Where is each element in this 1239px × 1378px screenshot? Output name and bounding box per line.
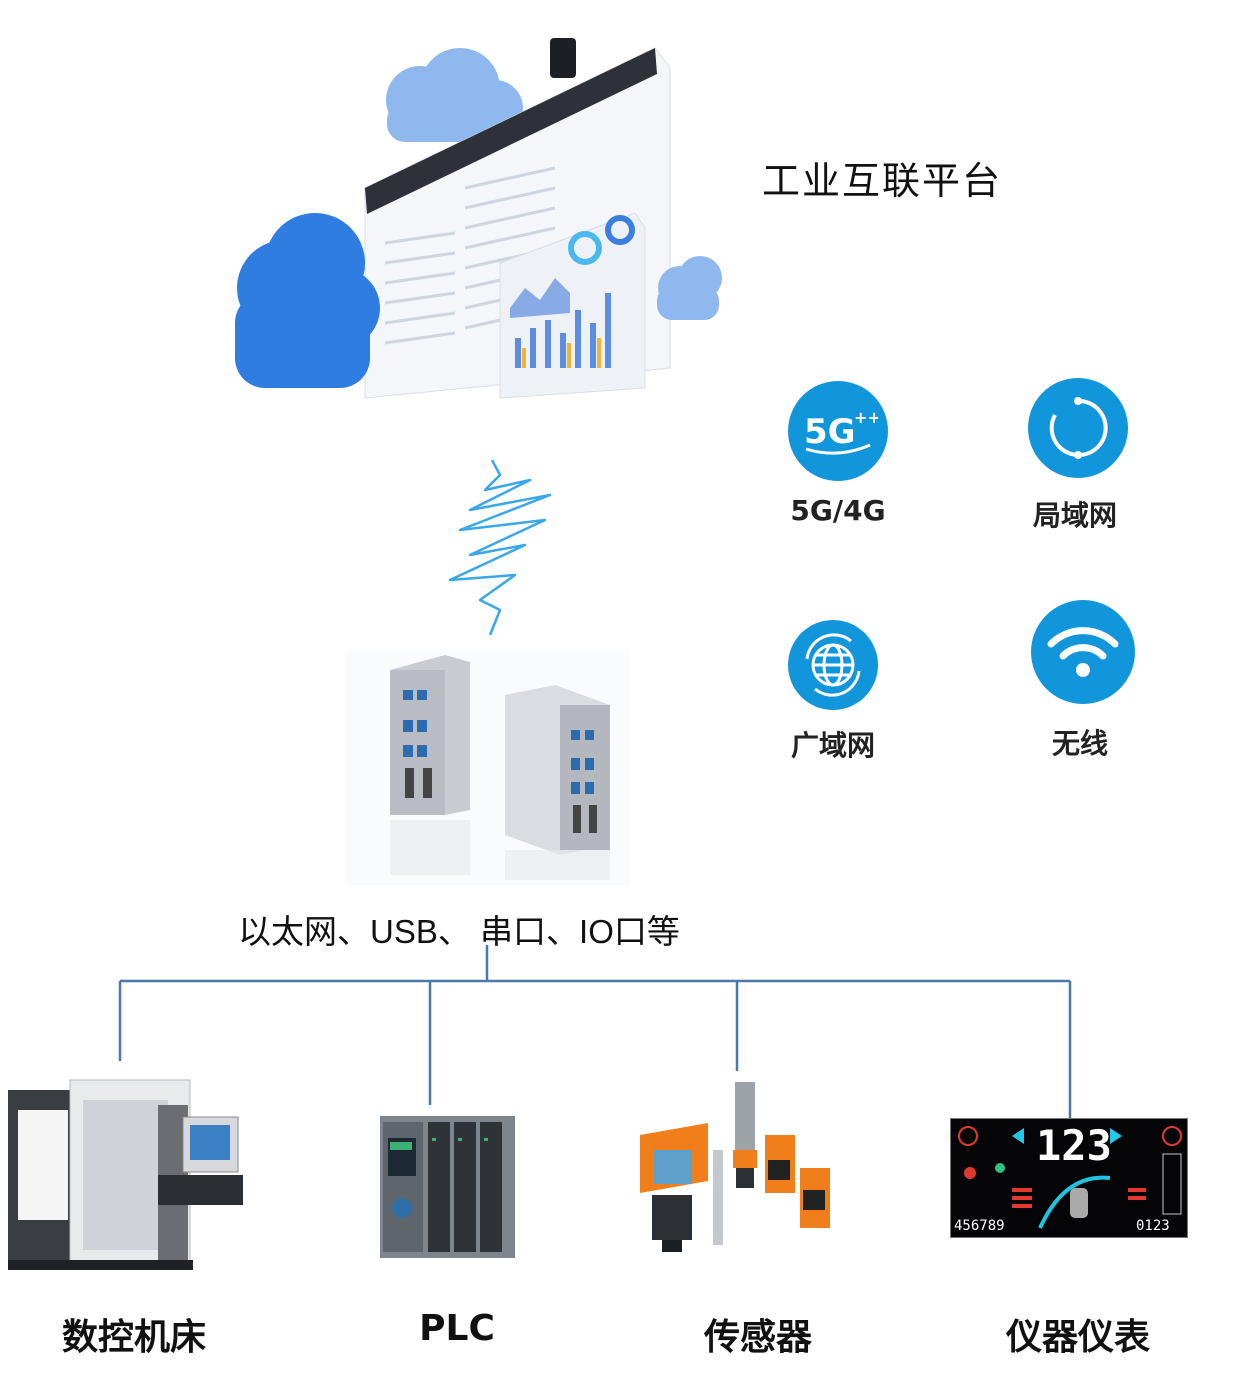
chart-panel	[499, 212, 646, 399]
svg-text:123: 123	[1036, 1121, 1112, 1170]
5g-icon: 5G ++	[788, 381, 888, 481]
device-label: 仪器仪表	[1005, 1317, 1150, 1358]
cloud-platform-illustration	[225, 38, 745, 458]
network-label: 局域网	[1032, 499, 1117, 532]
device-label: 数控机床	[61, 1317, 206, 1358]
wireless-signal-icon	[430, 450, 570, 650]
svg-text:0123: 0123	[1136, 1218, 1170, 1234]
device-label: 传感器	[703, 1317, 812, 1358]
page-title: 工业互联平台	[762, 159, 1003, 203]
svg-text:++: ++	[854, 408, 878, 427]
phone-icon	[550, 38, 576, 78]
cloud-icon	[657, 256, 722, 320]
cloud-icon	[235, 213, 380, 388]
device-label: PLC	[419, 1308, 495, 1349]
network-label: 5G/4G	[790, 494, 886, 527]
network-label: 无线	[1051, 727, 1108, 760]
svg-text:456789: 456789	[954, 1218, 1005, 1234]
globe-icon	[788, 620, 878, 710]
connection-tree	[0, 945, 1239, 1130]
edge-gateway-device-icon	[345, 650, 630, 885]
lan-refresh-icon	[1028, 378, 1128, 478]
instrument-panel-icon: 123 456789 0123	[950, 1118, 1188, 1238]
network-label: 广域网	[790, 729, 875, 762]
sensor-icon	[640, 1080, 840, 1255]
svg-text:5G: 5G	[804, 412, 856, 452]
plc-icon	[380, 1108, 515, 1258]
connection-label: 以太网、USB、 串口、IO口等	[238, 913, 680, 950]
wifi-icon	[1031, 600, 1135, 704]
cnc-machine-icon	[8, 1065, 248, 1275]
